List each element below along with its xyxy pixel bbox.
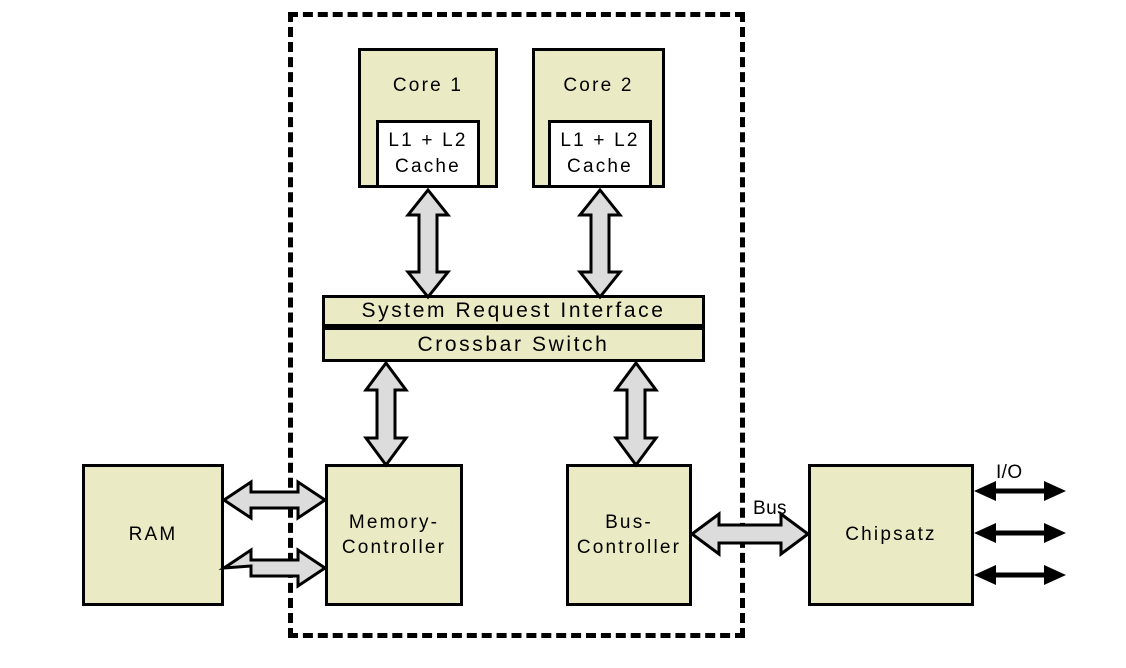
core-2-cache-label: L1 + L2 Cache — [560, 130, 640, 177]
core-1-label: Core 1 — [392, 75, 464, 96]
io-arrow-2 — [974, 523, 1066, 543]
chipset-block[interactable]: Chipsatz — [808, 464, 974, 606]
ram-block[interactable]: RAM — [82, 464, 224, 606]
bus-label: Bus — [753, 498, 787, 519]
crossbar-switch-label: Crossbar Switch — [417, 332, 610, 356]
bus-controller-label: Bus- Controller — [576, 511, 682, 558]
io-arrow-3 — [974, 565, 1066, 585]
bus-controller-block[interactable]: Bus- Controller — [566, 464, 692, 606]
memory-controller-label: Memory- Controller — [341, 511, 447, 558]
core-2-cache-block[interactable]: L1 + L2 Cache — [548, 120, 652, 188]
system-request-interface-bar[interactable]: System Request Interface — [322, 295, 705, 327]
core-1-cache-label: L1 + L2 Cache — [388, 130, 468, 177]
ram-label: RAM — [128, 524, 178, 546]
core-1-cache-block[interactable]: L1 + L2 Cache — [376, 120, 480, 188]
crossbar-switch-bar[interactable]: Crossbar Switch — [322, 327, 705, 362]
core-2-label: Core 2 — [563, 75, 634, 96]
memory-controller-block[interactable]: Memory- Controller — [325, 464, 463, 606]
system-request-interface-label: System Request Interface — [361, 299, 666, 322]
chipset-label: Chipsatz — [845, 524, 937, 546]
io-arrow-1 — [974, 481, 1066, 501]
cpu-die-boundary — [288, 12, 745, 638]
io-label: I/O — [996, 462, 1023, 483]
